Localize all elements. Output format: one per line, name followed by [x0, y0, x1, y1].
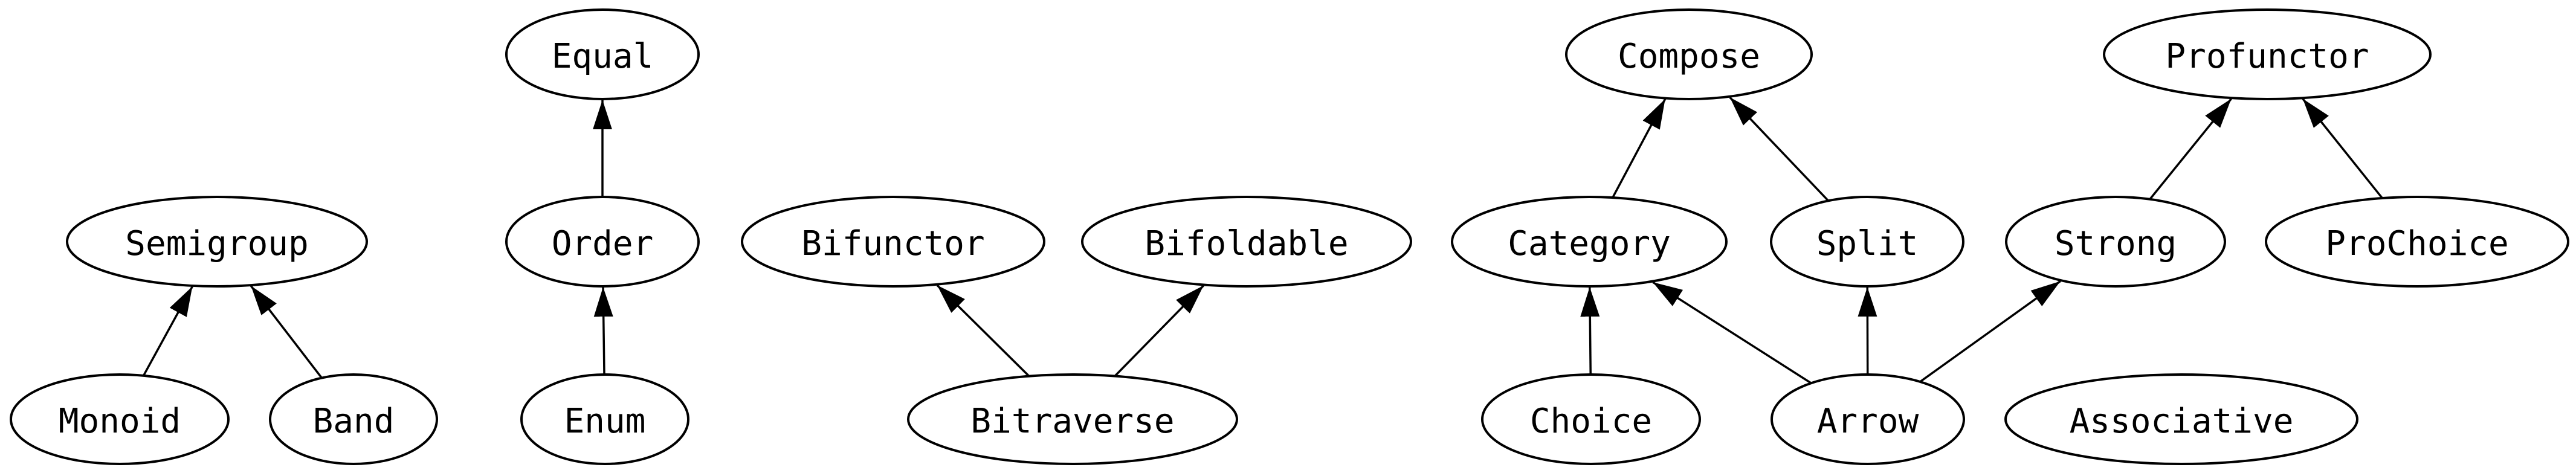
- node-ellipse-strong: [2005, 196, 2226, 288]
- node-ellipse-arrow: [1771, 373, 1965, 465]
- node-ellipse-profunctor: [2103, 8, 2432, 100]
- node-bitraverse: Bitraverse: [907, 373, 1238, 465]
- node-label-semigroup: Semigroup: [125, 224, 308, 263]
- node-label-prochoice: ProChoice: [2325, 224, 2508, 263]
- node-label-band: Band: [313, 402, 395, 441]
- node-choice: Choice: [1481, 373, 1701, 465]
- node-arrow: Arrow: [1771, 373, 1965, 465]
- edge-strong-profunctor: [2149, 98, 2232, 200]
- edge-bitraverse-bifoldable: [1114, 285, 1205, 377]
- node-monoid: Monoid: [10, 373, 230, 465]
- node-prochoice: ProChoice: [2265, 196, 2569, 288]
- node-ellipse-bitraverse: [907, 373, 1238, 465]
- node-order: Order: [505, 196, 700, 288]
- node-associative: Associative: [2004, 373, 2358, 465]
- node-bifoldable: Bifoldable: [1081, 196, 1412, 288]
- edge-monoid-semigroup: [142, 286, 193, 376]
- node-label-bitraverse: Bitraverse: [970, 402, 1174, 441]
- node-semigroup: Semigroup: [66, 196, 368, 288]
- node-ellipse-order: [505, 196, 700, 288]
- node-label-profunctor: Profunctor: [2165, 37, 2369, 76]
- node-ellipse-enum: [520, 373, 689, 465]
- node-strong: Strong: [2005, 196, 2226, 288]
- node-category: Category: [1451, 196, 1728, 288]
- node-label-order: Order: [552, 224, 654, 263]
- node-label-bifoldable: Bifoldable: [1144, 224, 1348, 263]
- edge-category-compose: [1612, 98, 1667, 198]
- node-ellipse-bifoldable: [1081, 196, 1412, 288]
- node-label-bifunctor: Bifunctor: [801, 224, 984, 263]
- node-ellipse-choice: [1481, 373, 1701, 465]
- node-label-category: Category: [1508, 224, 1671, 263]
- edge-arrow-strong: [1919, 280, 2061, 383]
- edge-enum-order: [593, 287, 613, 375]
- node-ellipse-monoid: [10, 373, 230, 465]
- node-label-compose: Compose: [1618, 37, 1760, 76]
- edge-prochoice-profunctor: [2302, 98, 2383, 199]
- node-band: Band: [269, 373, 438, 465]
- node-split: Split: [1770, 196, 1964, 288]
- node-label-monoid: Monoid: [59, 402, 181, 441]
- node-ellipse-semigroup: [66, 196, 368, 288]
- node-label-equal: Equal: [552, 37, 654, 76]
- node-ellipse-band: [269, 373, 438, 465]
- node-ellipse-bifunctor: [741, 196, 1045, 288]
- node-ellipse-associative: [2004, 373, 2358, 465]
- node-ellipse-category: [1451, 196, 1728, 288]
- node-profunctor: Profunctor: [2103, 8, 2432, 100]
- node-label-arrow: Arrow: [1817, 402, 1919, 441]
- edge-band-semigroup: [250, 285, 323, 379]
- node-bifunctor: Bifunctor: [741, 196, 1045, 288]
- node-label-enum: Enum: [564, 402, 646, 441]
- node-ellipse-prochoice: [2265, 196, 2569, 288]
- edge-split-compose: [1729, 96, 1829, 202]
- node-label-choice: Choice: [1530, 402, 1652, 441]
- node-ellipse-split: [1770, 196, 1964, 288]
- node-label-split: Split: [1816, 224, 1919, 263]
- edge-arrow-category: [1652, 281, 1812, 384]
- node-label-strong: Strong: [2055, 224, 2177, 263]
- node-ellipse-equal: [505, 8, 700, 100]
- node-ellipse-compose: [1565, 8, 1813, 100]
- node-enum: Enum: [520, 373, 689, 465]
- node-label-associative: Associative: [2070, 402, 2294, 441]
- node-equal: Equal: [505, 8, 700, 100]
- edge-bitraverse-bifunctor: [936, 284, 1030, 377]
- node-compose: Compose: [1565, 8, 1813, 100]
